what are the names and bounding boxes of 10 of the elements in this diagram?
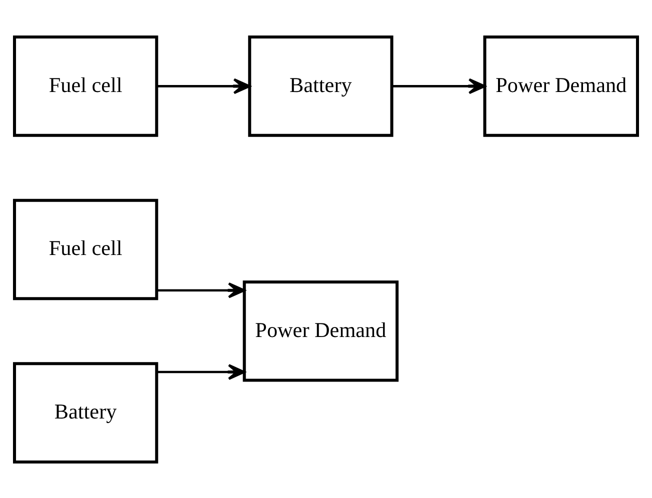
node-box: Power Demand [242, 280, 399, 382]
node-box: Battery [248, 35, 394, 136]
node-box: Battery [13, 362, 158, 463]
arrow [156, 282, 246, 298]
arrow [156, 364, 246, 380]
node-box: Fuel cell [13, 35, 158, 136]
arrow [392, 78, 486, 94]
arrow [156, 78, 250, 94]
node-box: Fuel cell [13, 198, 158, 300]
node-box: Power Demand [483, 35, 639, 136]
